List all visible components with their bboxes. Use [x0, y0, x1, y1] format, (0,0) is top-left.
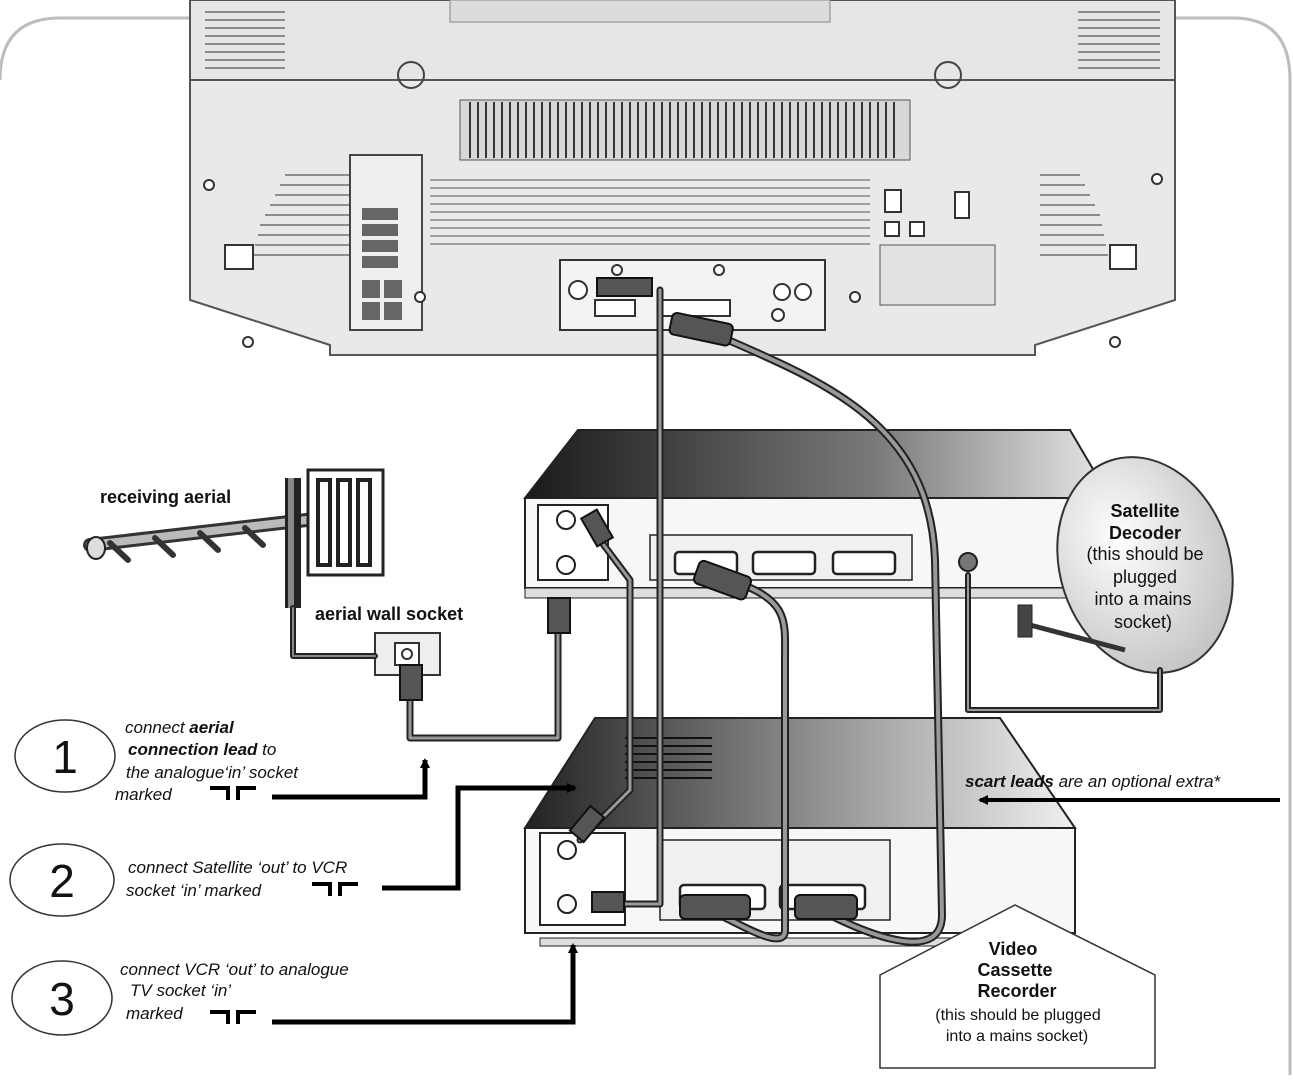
tv-back-panel — [189, 0, 1176, 356]
svg-text:into a mains: into a mains — [1094, 589, 1191, 609]
svg-text:connect VCR ‘out’ to analogue: connect VCR ‘out’ to analogue — [120, 960, 349, 979]
svg-text:Video: Video — [989, 939, 1038, 959]
vcr-label: Video Cassette Recorder (this should be … — [879, 904, 1156, 1069]
receiving-aerial-label: receiving aerial — [100, 487, 231, 507]
svg-text:connection lead to: connection lead to — [128, 740, 276, 759]
svg-text:Cassette: Cassette — [977, 960, 1052, 980]
satellite-decoder-label: Satellite Decoder (this should be plugge… — [1086, 501, 1203, 632]
aerial-wall-socket-label: aerial wall socket — [315, 604, 463, 624]
svg-text:connect Satellite ‘out’ to VCR: connect Satellite ‘out’ to VCR — [128, 858, 347, 877]
svg-text:socket): socket) — [1114, 612, 1172, 632]
step-2: 2 connect Satellite ‘out’ to VCR socket … — [9, 783, 577, 917]
receiving-aerial-drawing — [83, 468, 385, 608]
cables — [290, 286, 1163, 946]
satellite-dish-drawing — [1017, 456, 1234, 674]
step-3: 3 connect VCR ‘out’ to analogue TV socke… — [11, 943, 578, 1036]
svg-text:1: 1 — [52, 731, 78, 783]
svg-text:connect aerial: connect aerial — [125, 718, 235, 737]
aerial-socket-symbol-icon — [210, 786, 256, 800]
plug-connectors — [399, 277, 858, 920]
svg-text:(this should be: (this should be — [1086, 544, 1203, 564]
outer-frame — [0, 16, 1292, 1075]
svg-text:Satellite: Satellite — [1110, 501, 1179, 521]
svg-text:plugged: plugged — [1113, 567, 1177, 587]
svg-text:scart leads are an optional ex: scart leads are an optional extra* — [965, 772, 1222, 791]
aerial-socket-symbol-icon — [210, 1010, 256, 1024]
svg-text:TV socket ‘in’: TV socket ‘in’ — [130, 981, 231, 1000]
svg-text:(this should be plugged: (this should be plugged — [935, 1007, 1100, 1024]
svg-text:marked: marked — [115, 785, 172, 804]
svg-text:into a mains socket): into a mains socket) — [946, 1028, 1088, 1045]
svg-text:marked: marked — [126, 1004, 183, 1023]
svg-text:2: 2 — [49, 855, 75, 907]
svg-text:the analogue‘in’ socket: the analogue‘in’ socket — [126, 763, 299, 782]
svg-text:3: 3 — [49, 973, 75, 1025]
step-1: 1 connect aerial connection lead to the … — [14, 718, 430, 804]
aerial-socket-symbol-icon — [312, 882, 358, 896]
svg-text:socket ‘in’ marked: socket ‘in’ marked — [126, 881, 262, 900]
svg-text:Recorder: Recorder — [977, 981, 1056, 1001]
satellite-decoder-box — [522, 429, 1112, 599]
svg-text:Decoder: Decoder — [1109, 523, 1181, 543]
scart-note: scart leads are an optional extra* — [965, 772, 1280, 805]
